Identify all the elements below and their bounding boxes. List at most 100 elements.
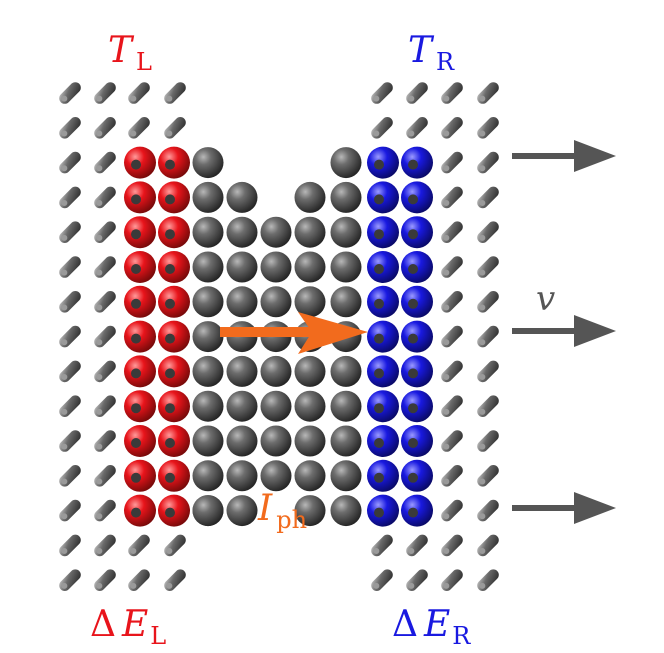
lead-atom-left: [59, 499, 81, 522]
lead-atom-left: [164, 569, 186, 592]
lead-atom-left: [94, 395, 116, 418]
lead-atom-left: [59, 151, 81, 174]
atom-core: [408, 229, 418, 240]
lead-atom-left: [94, 82, 116, 104]
scatter-atom: [192, 286, 224, 318]
atom-core: [165, 368, 175, 379]
atom-core: [374, 472, 384, 483]
lead-atom-right: [477, 290, 499, 313]
atom-core: [408, 264, 418, 274]
lead-atom-right: [371, 569, 393, 592]
lead-atom-right: [441, 360, 463, 383]
lead-atom-left: [94, 569, 116, 592]
lead-atom-right: [477, 82, 499, 104]
lead-atom-left: [94, 290, 116, 313]
scatter-atom: [192, 147, 224, 179]
scatter-atom: [192, 390, 224, 422]
atom-core: [131, 264, 141, 274]
lead-atom-left: [94, 360, 116, 383]
lead-atom-left: [94, 186, 116, 209]
scatter-atom: [330, 355, 362, 387]
scatter-atom: [294, 355, 326, 387]
scatter-atom: [192, 425, 224, 457]
scatter-atom: [192, 181, 224, 213]
scatter-atom: [226, 425, 258, 457]
atom-core: [374, 403, 384, 414]
scatter-atom: [330, 495, 362, 527]
atom-core: [408, 472, 418, 483]
lead-atom-left: [59, 325, 81, 348]
lead-atom-left: [59, 464, 81, 487]
scatter-atom: [330, 425, 362, 457]
scatter-atom: [294, 495, 326, 527]
lead-atom-left: [128, 82, 150, 104]
scatter-atom: [330, 286, 362, 318]
atom-core: [408, 403, 418, 414]
atom-core: [374, 368, 384, 379]
atom-core: [408, 438, 418, 448]
lead-atom-right: [441, 82, 463, 104]
atom-core: [374, 438, 384, 448]
lead-atom-left: [94, 499, 116, 522]
atom-core: [374, 333, 384, 344]
lead-atom-left: [59, 82, 81, 104]
scatter-atom: [226, 251, 258, 283]
atom-core: [374, 264, 384, 274]
lead-atom-right: [406, 82, 428, 104]
atom-core: [374, 229, 384, 240]
lead-atom-right: [477, 186, 499, 209]
lead-atom-right: [477, 534, 499, 557]
atom-core: [131, 298, 141, 309]
lead-atom-right: [477, 569, 499, 592]
lead-atom-right: [477, 395, 499, 418]
scatter-atom: [226, 460, 258, 492]
heat-current-arrow: [220, 312, 368, 354]
lead-atom-right: [477, 325, 499, 348]
scatter-atom: [330, 251, 362, 283]
atom-core: [408, 159, 418, 170]
scatter-atom: [294, 181, 326, 213]
lead-atom-right: [371, 82, 393, 104]
scatter-atom: [260, 390, 292, 422]
lead-atom-right: [441, 221, 463, 244]
lead-atom-left: [59, 360, 81, 383]
atom-core: [165, 403, 175, 414]
atom-core: [131, 333, 141, 344]
atom-core: [131, 159, 141, 170]
atom-core: [165, 298, 175, 309]
scatter-atom: [330, 216, 362, 248]
velocity-arrow-top: [512, 140, 616, 172]
scatter-atom: [294, 251, 326, 283]
lead-atom-right: [441, 290, 463, 313]
atom-core: [131, 229, 141, 240]
scatter-atom: [260, 460, 292, 492]
atom-core: [374, 507, 384, 518]
lead-atom-right: [477, 116, 499, 139]
lead-atom-right: [406, 534, 428, 557]
atom-core: [165, 438, 175, 448]
lead-atom-left: [59, 569, 81, 592]
atom-core: [165, 472, 175, 483]
lead-atom-right: [441, 325, 463, 348]
lead-atom-right: [477, 464, 499, 487]
atom-core: [165, 159, 175, 170]
lead-atom-right: [477, 256, 499, 278]
scatter-atom: [226, 495, 258, 527]
scatter-atom: [226, 390, 258, 422]
velocity-arrows: [512, 140, 616, 524]
velocity-label: v: [536, 279, 555, 319]
scatter-atom: [260, 251, 292, 283]
lead-atom-right: [477, 360, 499, 383]
scatter-atom: [330, 460, 362, 492]
scatter-atom: [294, 460, 326, 492]
lead-atom-left: [59, 395, 81, 418]
atom-core: [165, 229, 175, 240]
atom-core: [408, 333, 418, 344]
scatter-atom: [260, 425, 292, 457]
scatter-atom: [260, 355, 292, 387]
